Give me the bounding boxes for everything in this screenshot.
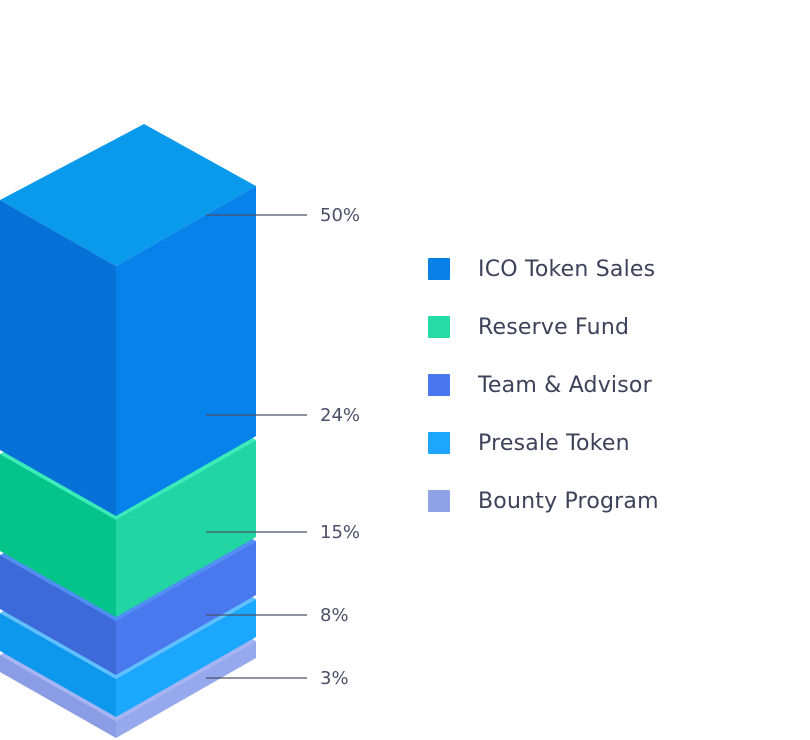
block-right-face-presale-token [116, 599, 256, 717]
legend-swatch-reserve-fund [428, 316, 450, 338]
block-right-face-reserve-fund [116, 440, 256, 617]
block-left-face-team-advisor [0, 555, 116, 675]
legend-item-team-advisor: Team & Advisor [428, 356, 659, 414]
legend-swatch-team-advisor [428, 374, 450, 396]
block-left-face-ico-token-sales [0, 200, 116, 516]
block-top-face-ico-token-sales [0, 124, 256, 266]
block-right-face-ico-token-sales [116, 186, 256, 516]
legend-label-presale-token: Presale Token [478, 430, 630, 456]
legend-item-presale-token: Presale Token [428, 414, 659, 472]
legend-swatch-bounty-program [428, 490, 450, 512]
legend-swatch-ico-token-sales [428, 258, 450, 280]
legend-item-ico-token-sales: ICO Token Sales [428, 240, 659, 298]
legend-label-ico-token-sales: ICO Token Sales [478, 256, 656, 282]
block-left-face-presale-token [0, 613, 116, 717]
legend-item-reserve-fund: Reserve Fund [428, 298, 659, 356]
percent-label-presale-token: 8% [320, 605, 349, 626]
block-right-face-team-advisor [116, 541, 256, 675]
percent-label-team-advisor: 15% [320, 522, 360, 543]
block-left-face-reserve-fund [0, 454, 116, 617]
percent-label-ico-token-sales: 50% [320, 205, 360, 226]
legend-label-reserve-fund: Reserve Fund [478, 314, 630, 340]
block-right-face-bounty-program [116, 641, 256, 738]
chart-legend: ICO Token Sales Reserve Fund Team & Advi… [428, 240, 659, 530]
legend-item-bounty-program: Bounty Program [428, 472, 659, 530]
percent-label-bounty-program: 3% [320, 668, 349, 689]
block-left-face-bounty-program [0, 655, 116, 738]
legend-swatch-presale-token [428, 432, 450, 454]
legend-label-team-advisor: Team & Advisor [478, 372, 652, 398]
percent-label-reserve-fund: 24% [320, 405, 360, 426]
legend-label-bounty-program: Bounty Program [478, 488, 659, 514]
